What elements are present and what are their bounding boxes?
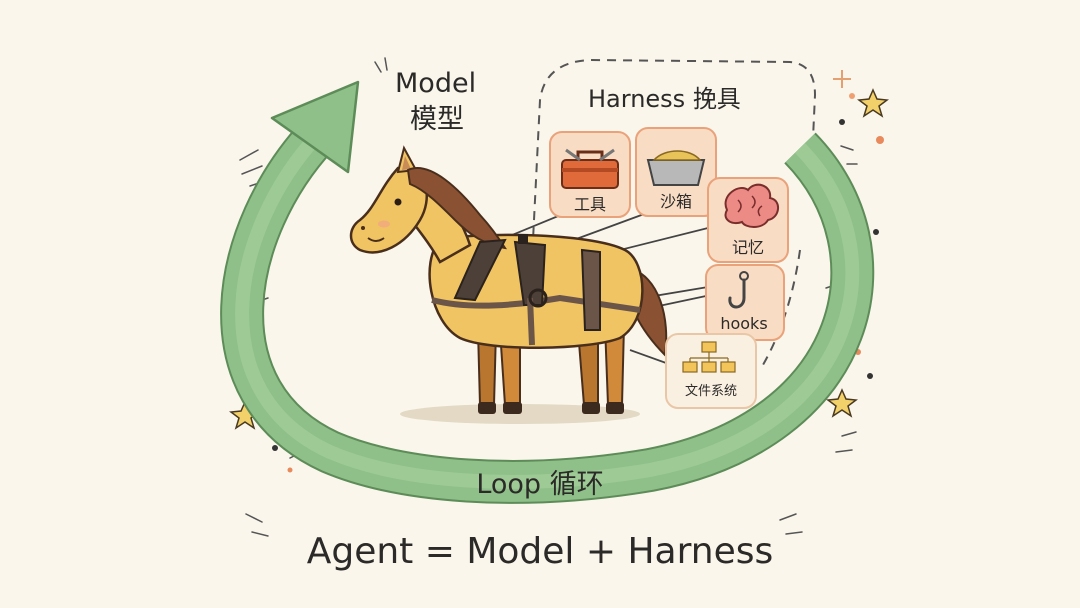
ground-shadow [400,404,640,424]
component-label: hooks [720,314,767,333]
horse-illustration [349,145,668,414]
hook-icon [728,271,749,309]
component-tile-sandbox: 沙箱 [635,127,717,217]
component-tile-filesystem: 文件系统 [665,333,757,409]
model-label: Model 模型 [395,68,476,135]
folder-tree-icon [682,341,736,373]
loop-label: Loop 循环 [476,469,603,500]
component-tile-tools: 工具 [549,131,631,218]
component-tile-memory: 记忆 [707,177,789,263]
sandbox-icon [646,150,706,186]
formula-text: Agent = Model + Harness [307,531,774,572]
toolbox-icon [561,148,619,189]
sparkle-icon [833,70,851,88]
star-icon [229,88,889,430]
model-label-en: Model [395,68,476,99]
component-tile-hooks: hooks [705,264,785,341]
model-label-zh: 模型 [410,104,464,135]
component-label: 文件系统 [685,384,737,399]
arrow-head [270,80,360,174]
component-label: 沙箱 [660,192,692,211]
harness-label: Harness 挽具 [588,85,741,113]
loop-arrow [220,80,875,504]
component-label: 工具 [574,195,606,214]
component-label: 记忆 [732,238,764,257]
brain-icon [724,183,779,228]
